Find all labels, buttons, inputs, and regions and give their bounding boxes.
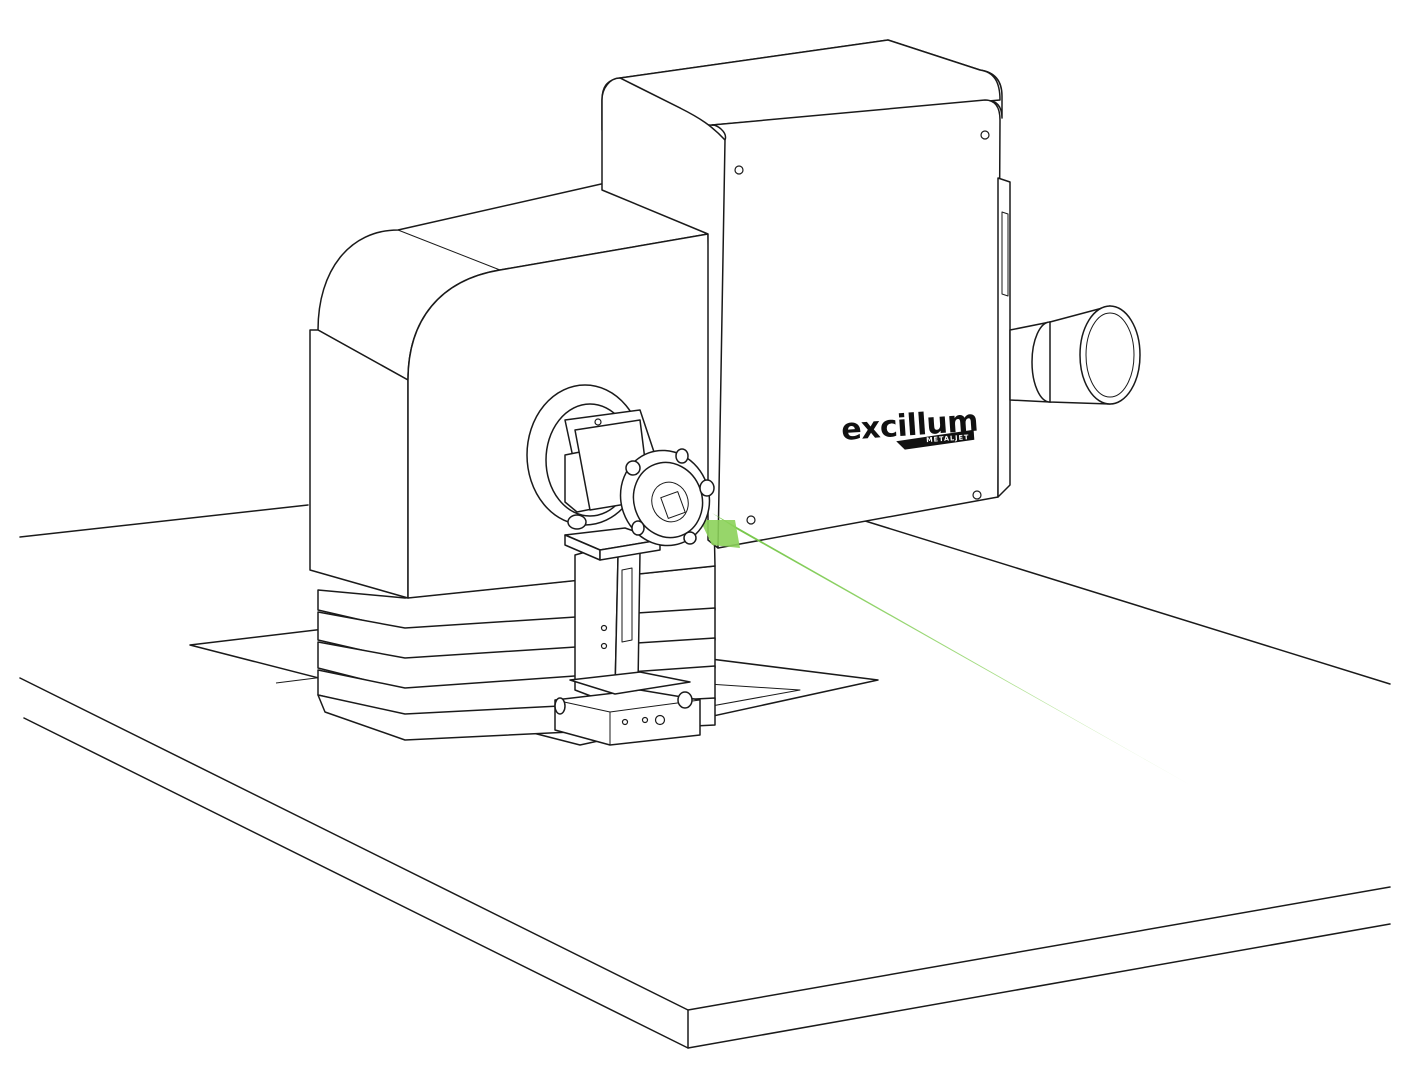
source-housing: [601, 39, 1011, 549]
screw-icon: [746, 515, 756, 525]
xray-beam-icon: [712, 513, 1192, 786]
screw-icon: [972, 490, 982, 500]
rear-port: [1009, 305, 1141, 405]
screw-icon: [980, 130, 990, 140]
brand-product: METALJET: [926, 433, 970, 444]
table-plate: [19, 504, 1391, 1049]
sample-stage-icon: [554, 419, 715, 746]
screw-icon: [734, 165, 744, 175]
brand-logo: excillum METALJET: [840, 404, 979, 450]
